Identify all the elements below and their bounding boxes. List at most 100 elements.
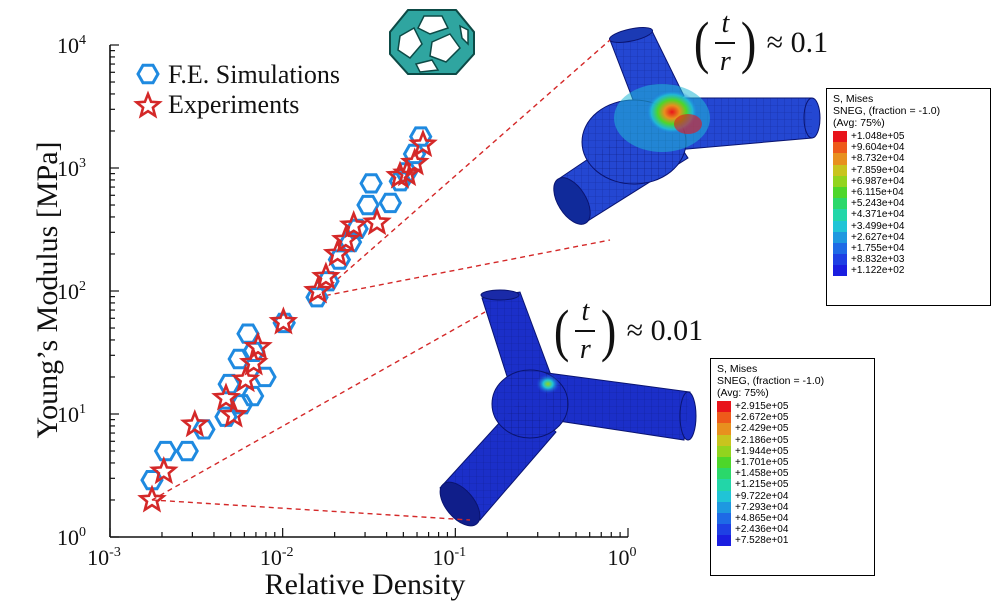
color-swatch xyxy=(833,142,847,154)
exp-point xyxy=(399,147,430,176)
legend-exp-marker xyxy=(133,90,163,119)
contour-legend-value: +2.627e+04 xyxy=(851,231,905,243)
contour-legend-avg: (Avg: 75%) xyxy=(833,117,885,129)
guide-lines xyxy=(151,39,611,521)
contour-legend-row: +7.293e+04 xyxy=(717,501,868,513)
contour-legend-value: +1.122e+02 xyxy=(851,265,905,277)
annotation-upper-value: ≈ 0.1 xyxy=(766,25,829,59)
contour-legend-value: +2.915e+05 xyxy=(735,401,789,413)
color-swatch xyxy=(833,220,847,232)
contour-legend-value: +1.215e+05 xyxy=(735,479,789,491)
exp-point xyxy=(362,207,392,236)
x-tick-label: 100 xyxy=(608,545,637,570)
paren-left: ( xyxy=(693,9,710,75)
contour-legend-row: +9.604e+04 xyxy=(833,142,984,154)
x-axis-label: Relative Density xyxy=(265,568,466,601)
contour-legend-value: +2.429e+05 xyxy=(735,423,789,435)
exp-point xyxy=(303,275,333,304)
color-swatch xyxy=(717,423,731,435)
contour-legend-row: +1.944e+05 xyxy=(717,445,868,457)
mesh-lower xyxy=(439,289,697,527)
color-swatch xyxy=(717,412,731,424)
contour-legend-row: +2.186e+05 xyxy=(717,434,868,446)
color-swatch xyxy=(717,479,731,491)
color-swatch xyxy=(833,153,847,165)
contour-legend-row: +9.722e+04 xyxy=(717,490,868,502)
contour-legend-lower: S, Mises SNEG, (fraction = -1.0) (Avg: 7… xyxy=(710,358,875,576)
color-swatch xyxy=(833,175,847,187)
contour-legend-title: S, Mises xyxy=(833,93,874,105)
contour-legend-row: +4.371e+04 xyxy=(833,209,984,221)
y-tick-label: 101 xyxy=(57,402,86,427)
contour-legend-row: +7.528e+01 xyxy=(717,535,868,547)
exp-point xyxy=(148,456,179,485)
contour-legend-subtitle: SNEG, (fraction = -1.0) xyxy=(833,105,941,117)
contour-legend-value: +2.672e+05 xyxy=(735,412,789,424)
contour-legend-value: +1.944e+05 xyxy=(735,445,789,457)
contour-legend-value: +8.832e+03 xyxy=(851,254,905,266)
annotation-lower-value: ≈ 0.01 xyxy=(626,313,704,347)
contour-legend-row: +1.122e+02 xyxy=(833,265,984,277)
contour-legend-row: +1.701e+05 xyxy=(717,456,868,469)
color-swatch xyxy=(833,231,847,243)
color-swatch xyxy=(717,445,731,457)
color-swatch xyxy=(833,265,847,277)
color-swatch xyxy=(833,186,847,199)
y-tick-label: 103 xyxy=(57,156,86,181)
star-icon xyxy=(133,90,163,119)
exp-point xyxy=(268,306,299,335)
contour-legend-row: +1.215e+05 xyxy=(717,479,868,491)
y-tick-label: 104 xyxy=(57,33,86,58)
contour-legend-value: +7.528e+01 xyxy=(735,535,789,547)
guide-line xyxy=(151,499,471,521)
y-tick-label: 100 xyxy=(57,525,86,550)
exp-point xyxy=(408,129,438,158)
color-swatch xyxy=(717,501,731,513)
contour-legend-value: +2.436e+04 xyxy=(735,524,789,536)
color-swatch xyxy=(717,456,731,469)
paren-right: ) xyxy=(741,9,757,75)
fe-point xyxy=(240,385,265,407)
contour-legend-value: +7.293e+04 xyxy=(735,501,789,513)
fraction-denominator: r xyxy=(719,45,731,77)
contour-legend-value: +7.859e+04 xyxy=(851,164,905,176)
legend-fe-label: F.E. Simulations xyxy=(168,60,340,89)
contour-legend-value: +1.048e+05 xyxy=(851,131,905,143)
exp-point xyxy=(243,331,273,360)
mesh-upper xyxy=(553,27,821,225)
fraction: t r xyxy=(571,298,599,364)
contour-legend-row: +1.048e+05 xyxy=(833,131,984,143)
contour-legend-value: +5.243e+04 xyxy=(851,198,905,210)
color-swatch xyxy=(833,164,847,176)
exp-point xyxy=(338,210,369,239)
contour-legend-row: +2.672e+05 xyxy=(717,412,868,424)
contour-legend-row: +1.755e+04 xyxy=(833,242,984,255)
contour-legend-row: +4.865e+04 xyxy=(717,512,868,525)
color-swatch xyxy=(833,131,847,143)
contour-legend-value: +9.722e+04 xyxy=(735,490,789,502)
color-swatch xyxy=(717,524,731,536)
legend-exp-label: Experiments xyxy=(168,90,299,119)
color-swatch xyxy=(833,209,847,221)
color-swatch xyxy=(717,490,731,502)
exp-point xyxy=(238,347,269,376)
contour-legend-title: S, Mises xyxy=(717,363,758,375)
x-tick-label: 10-3 xyxy=(87,545,121,570)
contour-legend-row: +2.915e+05 xyxy=(717,401,868,413)
contour-legend-row: +1.458e+05 xyxy=(717,468,868,480)
fe-point xyxy=(175,440,199,462)
color-swatch xyxy=(717,468,731,480)
y-tick-label: 102 xyxy=(57,279,86,304)
contour-legend-row: +6.987e+04 xyxy=(833,175,984,187)
fraction-numerator: t xyxy=(581,296,590,327)
exp-point xyxy=(331,224,361,253)
exp-point xyxy=(179,409,210,438)
unit-cell-icon xyxy=(389,9,475,75)
contour-legend-row: +2.429e+05 xyxy=(717,423,868,435)
fe-point xyxy=(241,341,266,362)
x-tick-label: 10-1 xyxy=(432,545,466,570)
contour-legend-row: +2.436e+04 xyxy=(717,524,868,536)
legend: F.E. Simulations Experiments xyxy=(133,60,340,119)
y-axis-label: Young’s Modulus [MPa] xyxy=(31,141,64,438)
